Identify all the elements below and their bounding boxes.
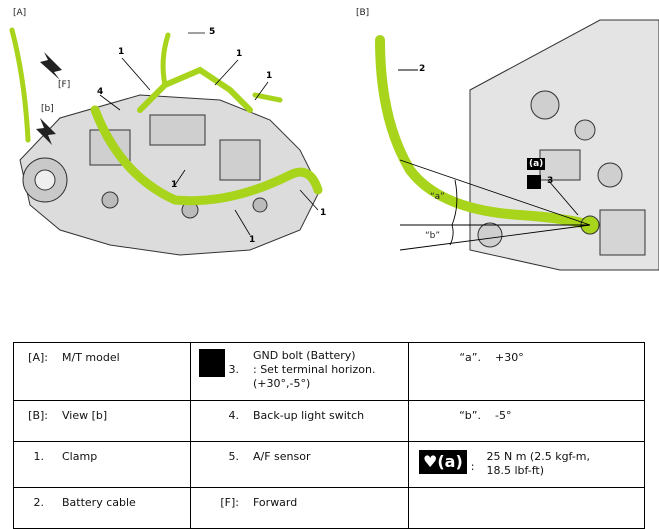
legend-cell: 2. Battery cable [13,487,191,529]
angle-a-label: “a” [430,192,445,202]
torque-icon: ♥(a) [419,450,467,474]
legend-cell: “a”. +30° [408,342,645,401]
legend-cell: 5. A/F sensor [190,441,409,488]
wiring-illustration [9,19,659,271]
callout-2: 2 [419,64,426,74]
legend-value: Clamp [62,450,98,463]
engine-bracket [469,19,659,271]
transmission-housing [19,94,321,256]
legend-value: Back-up light switch [253,409,365,422]
callout-1: 1 [320,208,327,218]
legend-key: 1. [33,450,45,463]
legend-cell: [F]: Forward [190,487,409,529]
view-b-label: [b] [41,104,54,114]
leader-lines-a [99,32,319,236]
legend-value: M/T model [62,351,120,364]
diagram-figure: [A] [B] 1 1 1 1 1 1 4 5 [b] [F] 2 3 “a” … [9,8,659,271]
panel-a-label: [A] [13,8,27,18]
forward-arrow-icon [40,52,62,80]
legend-cell: 1. Clamp [13,441,191,488]
legend-cell: 4. Back-up light switch [190,400,409,442]
legend-key: “a”. [459,351,481,364]
legend-key: [A]: [28,351,48,364]
legend-row: [B]: View [b] 4. Back-up light switch “b… [13,400,645,442]
legend-value: -5° [495,409,512,422]
callout-1: 1 [249,235,256,245]
legend-cell: [B]: View [b] [13,400,191,442]
legend-value: +30° [495,351,524,364]
legend-value: 25 N m (2.5 kgf-m, 18.5 lbf-ft) [486,450,590,478]
legend-table: [A]: M/T model 3. GND bolt (Battery) : S… [13,342,645,529]
legend-value: Battery cable [62,496,136,509]
legend-key: [F]: [220,496,239,509]
legend-value: Forward [253,496,298,509]
torque-value: 25 N m (2.5 kgf-m, [486,450,591,463]
callout-4: 4 [97,87,104,97]
legend-key: 3. [228,363,240,376]
legend-cell: 3. GND bolt (Battery) : Set terminal hor… [190,342,409,401]
legend-value: A/F sensor [253,450,311,463]
angle-lines [398,69,591,251]
forward-label: [F] [58,80,71,90]
view-arrow-icon [36,118,56,145]
grease-symbol-icon [527,175,541,189]
battery-cable [375,35,595,230]
legend-cell: ♥(a) : 25 N m (2.5 kgf-m, 18.5 lbf-ft) [408,441,645,488]
legend-key: “b”. [459,409,481,422]
legend-row: 1. Clamp 5. A/F sensor ♥(a) : 25 N m (2.… [13,441,645,488]
legend-value: View [b] [62,409,108,422]
angle-b-label: “b” [425,231,441,241]
legend-row: [A]: M/T model 3. GND bolt (Battery) : S… [13,342,645,401]
terminal-note: : Set terminal horizon. [253,363,376,376]
legend-cell: [A]: M/T model [13,342,191,401]
torque-value-imperial: 18.5 lbf-ft) [486,464,545,477]
torque-symbol-icon: (a) [527,158,546,170]
legend-row: 2. Battery cable [F]: Forward [13,487,645,529]
legend-key: 4. [228,409,240,422]
legend-key: [B]: [28,409,48,422]
legend-key: 5. [228,450,240,463]
callout-3: 3 [547,176,554,186]
legend-value: GND bolt (Battery) : Set terminal horizo… [253,349,375,391]
gnd-bolt-label: GND bolt (Battery) [253,349,356,362]
callout-1: 1 [266,71,273,81]
callout-5: 5 [209,27,216,37]
legend-key: 2. [33,496,45,509]
callout-1: 1 [118,47,125,57]
legend-colon: : [470,460,475,473]
callout-1: 1 [171,180,178,190]
callout-1: 1 [236,49,243,59]
wire-harness-a [9,27,323,206]
grease-icon [199,349,225,377]
legend-cell: “b”. -5° [408,400,645,442]
legend-cell [408,487,645,529]
angle-range: (+30°,-5°) [253,377,311,390]
panel-b-label: [B] [356,8,370,18]
